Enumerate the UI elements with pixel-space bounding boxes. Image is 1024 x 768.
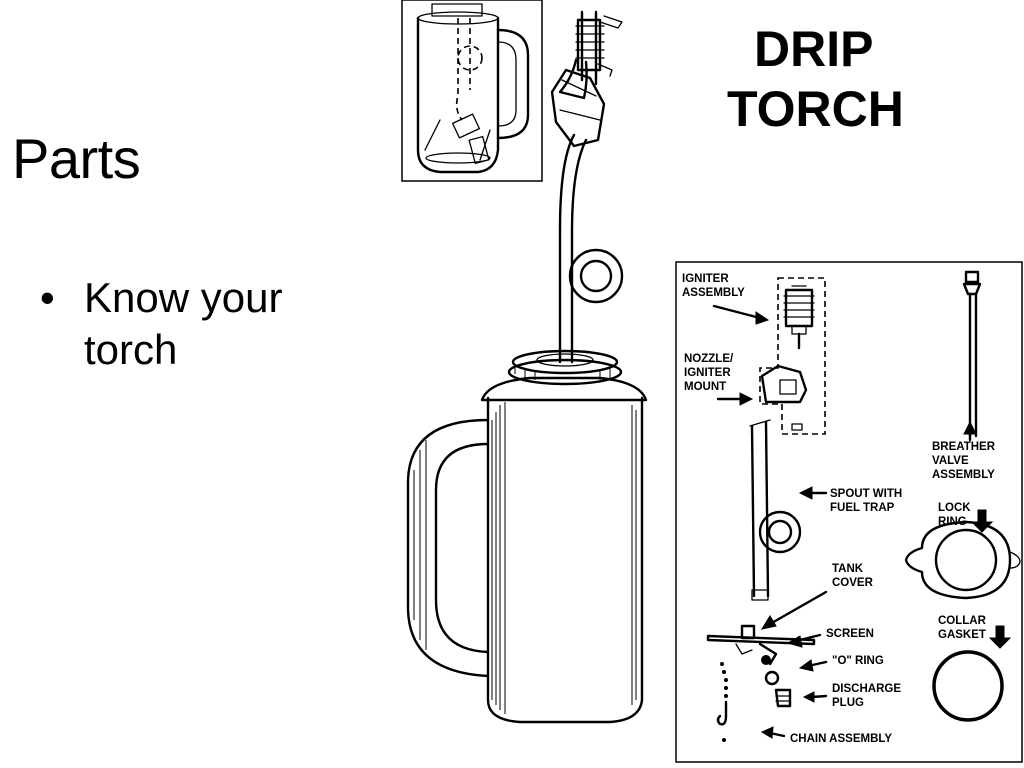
label-spout-with-fuel-trap: SPOUT WITH FUEL TRAP [830,488,905,514]
label-collar-gasket: COLLAR GASKET [938,615,989,641]
label-screen: SCREEN [826,628,874,640]
igniter-assembly-part [783,285,815,350]
bullet-list: • Know your torch [40,272,340,376]
label-discharge-plug: DISCHARGE PLUG [832,683,904,709]
label-igniter-assembly: IGNITER ASSEMBLY [682,273,745,299]
nozzle-mount-part [760,364,808,431]
drip-torch-illustration [406,10,648,724]
collar-gasket-part [932,650,1004,722]
breather-valve-part [962,270,982,438]
label-nozzle-igniter-mount: NOZZLE/ IGNITER MOUNT [684,353,736,393]
diagram-heading-line2: TORCH [727,81,904,137]
label-o-ring: "O" RING [832,655,884,667]
bullet-item: • Know your torch [40,272,340,376]
label-lock-ring: LOCK RING [938,502,974,528]
leader-arrows [712,304,1012,739]
lock-ring-part [904,520,1021,600]
chain-assembly-part [716,662,728,742]
tank-cover-part [706,624,816,666]
bullet-marker: • [40,274,55,321]
slide-title: Parts [12,127,141,190]
spout-fuel-trap-part [749,419,802,601]
diagram-heading-line1: DRIP [754,21,873,77]
cutaway-inset [401,0,543,182]
label-chain-assembly: CHAIN ASSEMBLY [790,733,892,745]
parts-breakdown-panel: IGNITER ASSEMBLY NOZZLE/ IGNITER MOUNT B… [675,261,1023,763]
bullet-text: Know your torch [84,274,283,373]
label-breather-valve-assembly: BREATHER VALVE ASSEMBLY [932,441,998,481]
label-tank-cover: TANK COVER [832,563,874,589]
o-ring-and-plug-parts [761,655,792,708]
